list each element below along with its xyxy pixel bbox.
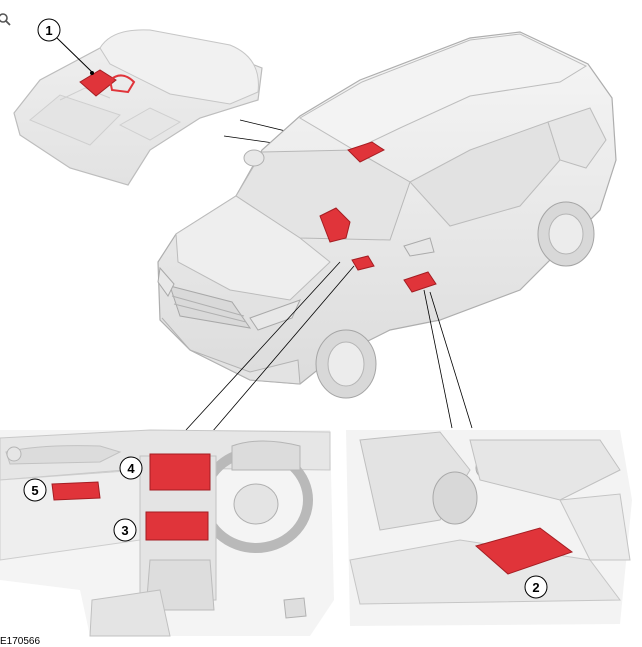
- svg-text:2: 2: [532, 580, 539, 595]
- footwell-module-highlight: [474, 527, 574, 575]
- glovebox-module-highlight: [51, 481, 101, 501]
- footwell-module-marker: [351, 255, 375, 271]
- inset-leaders: [185, 261, 473, 433]
- climate-module-highlight: [145, 511, 209, 541]
- vehicle-module-highlights: [319, 141, 437, 293]
- dash-module-marker: [319, 207, 351, 243]
- svg-text:5: 5: [31, 483, 38, 498]
- sill-module-marker: [403, 271, 437, 293]
- display-module-highlight: [149, 453, 211, 491]
- figure-id: E170566: [0, 636, 41, 647]
- callout-5: 5: [23, 478, 47, 502]
- magnifier-icon[interactable]: [0, 12, 11, 26]
- dashboard-inset: [0, 429, 334, 637]
- svg-text:3: 3: [121, 523, 128, 538]
- svg-text:4: 4: [127, 461, 135, 476]
- callout-3: 3: [113, 518, 137, 542]
- svg-text:1: 1: [45, 23, 52, 38]
- callout-1: 1: [37, 18, 61, 42]
- vehicle-illustration: [157, 31, 617, 399]
- footwell-inset: [346, 430, 632, 626]
- roof-module-marker: [347, 141, 385, 163]
- roof-console-inset: [13, 29, 263, 186]
- callout-2: 2: [524, 575, 548, 599]
- callout-4: 4: [119, 456, 143, 480]
